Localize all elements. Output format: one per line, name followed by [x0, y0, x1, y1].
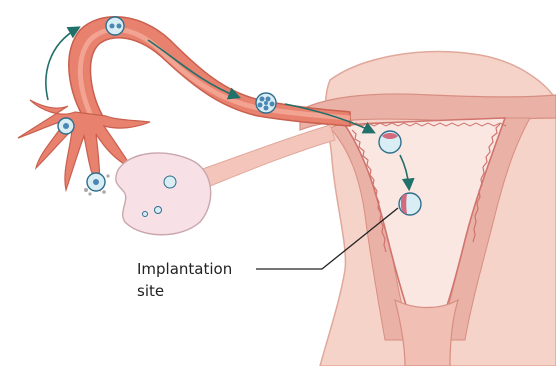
implantation-label-line2: site — [137, 282, 164, 300]
implanting-blastocyst — [399, 193, 421, 215]
blastocyst — [379, 131, 401, 153]
ovarian-follicle — [143, 212, 148, 217]
ovary — [116, 153, 211, 235]
ovarian-follicle — [155, 207, 162, 214]
oocyte-in-fimbria — [58, 118, 74, 134]
zygote — [106, 17, 124, 35]
morula — [256, 93, 276, 113]
cervix — [395, 300, 458, 366]
implantation-label-line1: Implantation — [137, 260, 232, 278]
oocyte-released — [84, 173, 110, 196]
ovarian-follicle — [164, 176, 176, 188]
fallopian-tube-inner — [80, 30, 350, 118]
